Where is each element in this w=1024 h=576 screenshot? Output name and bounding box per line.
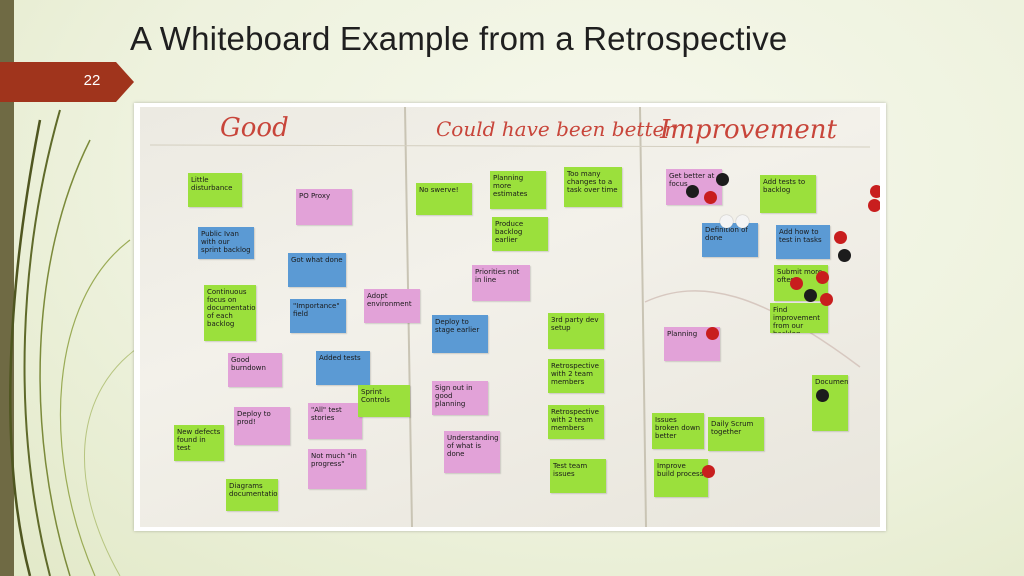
sticky-note: Public Ivan with our sprint backlog [198,227,254,259]
sticky-note: Definition of done [702,223,758,257]
magnet [834,231,847,244]
magnet [686,185,699,198]
sticky-note: Priorities not in line [472,265,530,301]
magnet [702,465,715,478]
sticky-note: Added tests [316,351,370,385]
sticky-note: Sign out in good planning [432,381,488,415]
sticky-note: Diagrams documentation [226,479,278,511]
sticky-note: Got what done [288,253,346,287]
magnet [816,271,829,284]
sticky-note: Too many changes to a task over time [564,167,622,207]
sticky-note: Planning more estimates [490,171,546,209]
sticky-note: Sprint Controls [358,385,410,417]
magnet [820,293,833,306]
magnet [790,277,803,290]
sticky-note: PO Proxy [296,189,352,225]
sticky-note: Daily Scrum together [708,417,764,451]
decorative-curves [9,109,151,576]
magnet [870,185,880,198]
sticky-note: Retrospective with 2 team members [548,359,604,393]
sticky-note: Add tests to backlog [760,175,816,213]
magnet [838,249,851,262]
sticky-note: No swerve! [416,183,472,215]
sticky-note: Good burndown [228,353,282,387]
sticky-note: Issues broken down better [652,413,704,449]
sticky-note: Understanding of what is done [444,431,500,473]
magnet [716,173,729,186]
sticky-note: Test team issues [550,459,606,493]
sticky-note: 3rd party dev setup [548,313,604,349]
sticky-note: Deploy to prod! [234,407,290,445]
whiteboard-lines [149,107,871,527]
column-heading-could-be-better: Could have been better [436,117,674,141]
sticky-note: New defects found in test [174,425,224,461]
sticky-note: Documentation [812,375,848,431]
sticky-note: Improve build process [654,459,708,497]
magnet [720,215,733,228]
magnet [704,191,717,204]
sticky-note: "All" test stories [308,403,362,439]
whiteboard: Good Could have been better Improvement … [140,107,880,527]
magnet [816,389,829,402]
sticky-note: Find improvement from our backlog [770,303,828,333]
column-heading-good: Good [220,113,289,143]
sticky-note: Adopt environment [364,289,420,323]
magnet [736,215,749,228]
sticky-note: Little disturbance [188,173,242,207]
sticky-note: Produce backlog earlier [492,217,548,251]
magnet [868,199,880,212]
sticky-note: Continuous focus on documentation of eac… [204,285,256,341]
magnet [804,289,817,302]
whiteboard-photo: Good Could have been better Improvement … [134,103,886,531]
page-number: 22 [83,72,101,89]
sticky-note: Retrospective with 2 team members [548,405,604,439]
sticky-note: "Importance" field [290,299,346,333]
magnet [706,327,719,340]
slide-title: A Whiteboard Example from a Retrospectiv… [130,20,788,57]
page-number-tab [0,62,134,102]
sticky-note: Deploy to stage earlier [432,315,488,353]
column-heading-improvement: Improvement [660,115,837,145]
sticky-note: Not much "in progress" [308,449,366,489]
sticky-note: Add how to test in tasks [776,225,830,259]
